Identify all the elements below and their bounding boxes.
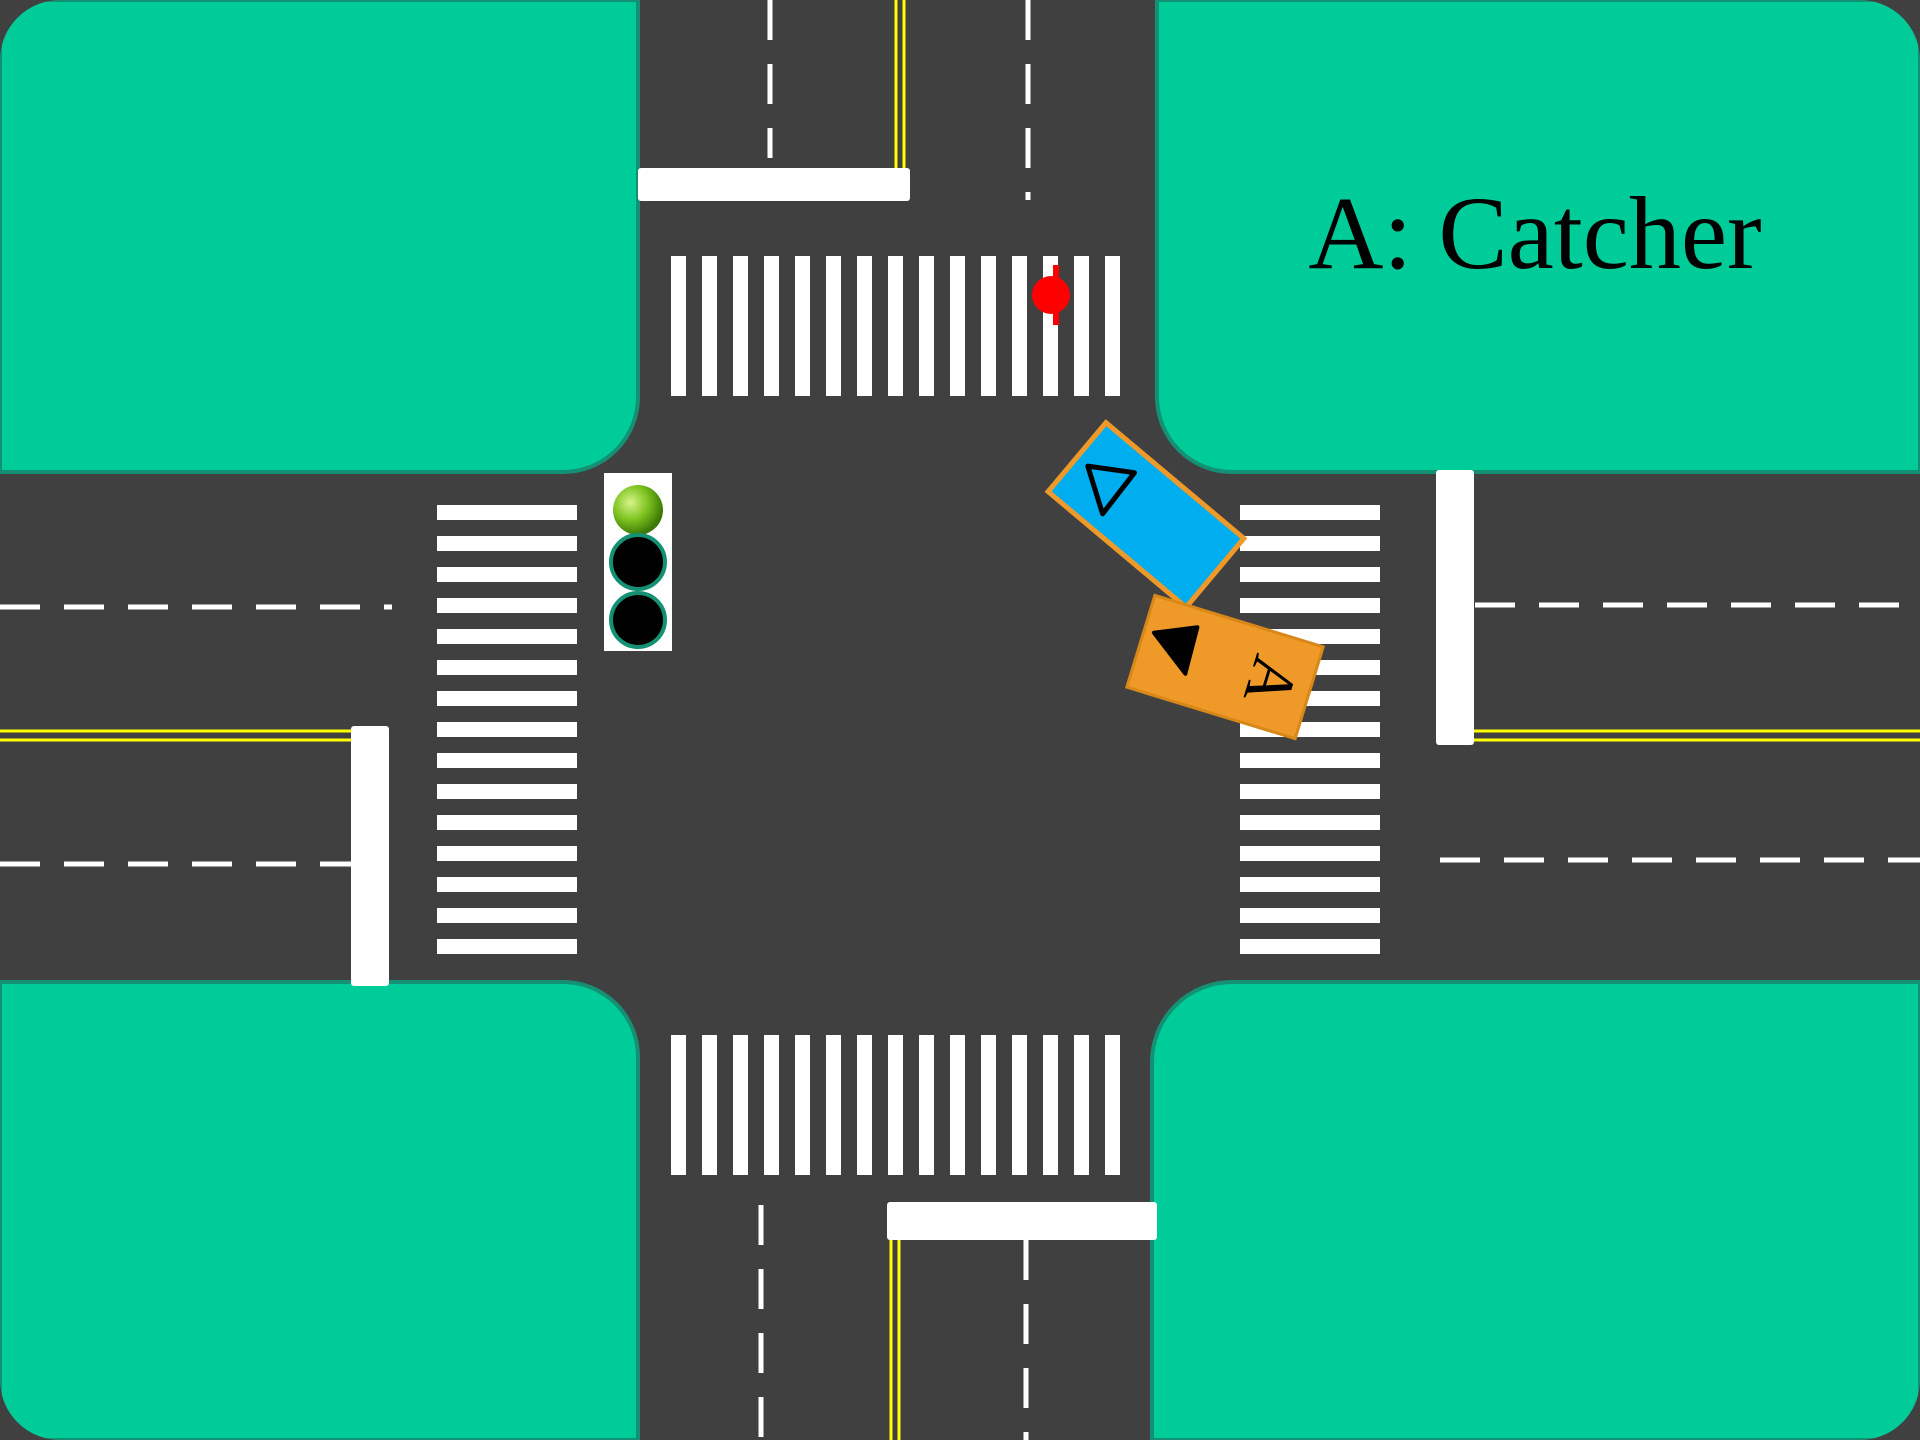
crosswalk-stripe [437, 908, 577, 923]
grass-bottom-left [0, 980, 640, 1440]
stop-bars [351, 168, 1474, 1240]
crosswalk-stripe [981, 256, 996, 396]
crosswalk-stripe [1240, 939, 1380, 954]
filled-arrow-icon [1151, 625, 1200, 676]
crosswalk-stripe [795, 256, 810, 396]
crosswalk-stripe [888, 1035, 903, 1175]
crosswalk-west [437, 505, 577, 954]
vehicle-a: A [1124, 593, 1326, 741]
crosswalk-stripe [702, 256, 717, 396]
crosswalk-stripe [702, 1035, 717, 1175]
crosswalk-stripe [1240, 567, 1380, 582]
crosswalk-stripe [1074, 1035, 1089, 1175]
crosswalk-stripe [826, 256, 841, 396]
crosswalk-stripe [437, 846, 577, 861]
crosswalk-stripe [437, 629, 577, 644]
crosswalk-stripe [1240, 598, 1380, 613]
crosswalk-stripe [1240, 784, 1380, 799]
crosswalk-stripe [437, 660, 577, 675]
crosswalk-stripe [671, 256, 686, 396]
crosswalk-stripe [1043, 1035, 1058, 1175]
red-location-dot [1032, 265, 1070, 325]
crosswalk-stripe [1105, 1035, 1120, 1175]
grass-top-right [1155, 0, 1920, 474]
traffic-light-green-lamp [613, 485, 663, 535]
traffic-light-bottom-lamp [609, 591, 667, 649]
crosswalk-stripe [1074, 256, 1089, 396]
crosswalk-stripe [437, 691, 577, 706]
crosswalk-stripe [437, 567, 577, 582]
crosswalk-stripe [1012, 1035, 1027, 1175]
grass-top-left [0, 0, 640, 474]
crosswalk-stripe [795, 1035, 810, 1175]
crosswalk-stripe [733, 256, 748, 396]
crosswalk-stripe [1240, 846, 1380, 861]
crosswalk-stripe [950, 1035, 965, 1175]
crosswalk-stripe [437, 598, 577, 613]
crosswalk-stripe [1105, 256, 1120, 396]
crosswalk-stripe [437, 505, 577, 520]
crosswalk-stripe [437, 753, 577, 768]
crosswalk-stripe [950, 256, 965, 396]
crosswalk-stripe [671, 1035, 686, 1175]
stop-bar-north [638, 168, 910, 201]
crosswalk-stripe [1240, 815, 1380, 830]
crosswalk-stripe [437, 877, 577, 892]
crosswalk-stripe [1012, 256, 1027, 396]
crosswalk-stripe [764, 256, 779, 396]
crosswalk-stripe [826, 1035, 841, 1175]
vehicle-blue [1044, 419, 1248, 611]
crosswalk-stripe [764, 1035, 779, 1175]
crosswalk-stripe [437, 784, 577, 799]
crosswalk-stripe [437, 722, 577, 737]
crosswalk-stripe [437, 815, 577, 830]
crosswalk-stripe [437, 939, 577, 954]
crosswalk-north [671, 256, 1120, 396]
title-label: A: Catcher [1308, 176, 1761, 291]
crosswalk-stripe [1240, 505, 1380, 520]
crosswalk-stripe [733, 1035, 748, 1175]
stop-bar-south [887, 1202, 1157, 1240]
crosswalk-stripe [1240, 536, 1380, 551]
traffic-light [604, 473, 672, 651]
stop-bar-east [1436, 470, 1474, 745]
crosswalk-stripe [1240, 753, 1380, 768]
crosswalk-stripe [857, 256, 872, 396]
grass-bottom-right [1150, 980, 1920, 1440]
outlined-arrow-icon [1085, 463, 1137, 517]
crosswalk-stripe [919, 1035, 934, 1175]
traffic-light-middle-lamp [609, 533, 667, 591]
crosswalk-stripe [857, 1035, 872, 1175]
crosswalk-stripe [888, 256, 903, 396]
crosswalk-stripe [437, 536, 577, 551]
crosswalk-stripe [919, 256, 934, 396]
crosswalk-stripe [981, 1035, 996, 1175]
crosswalk-south [671, 1035, 1120, 1175]
crosswalk-stripe [1240, 877, 1380, 892]
stop-bar-west [351, 726, 389, 986]
crosswalk-stripe [1240, 908, 1380, 923]
